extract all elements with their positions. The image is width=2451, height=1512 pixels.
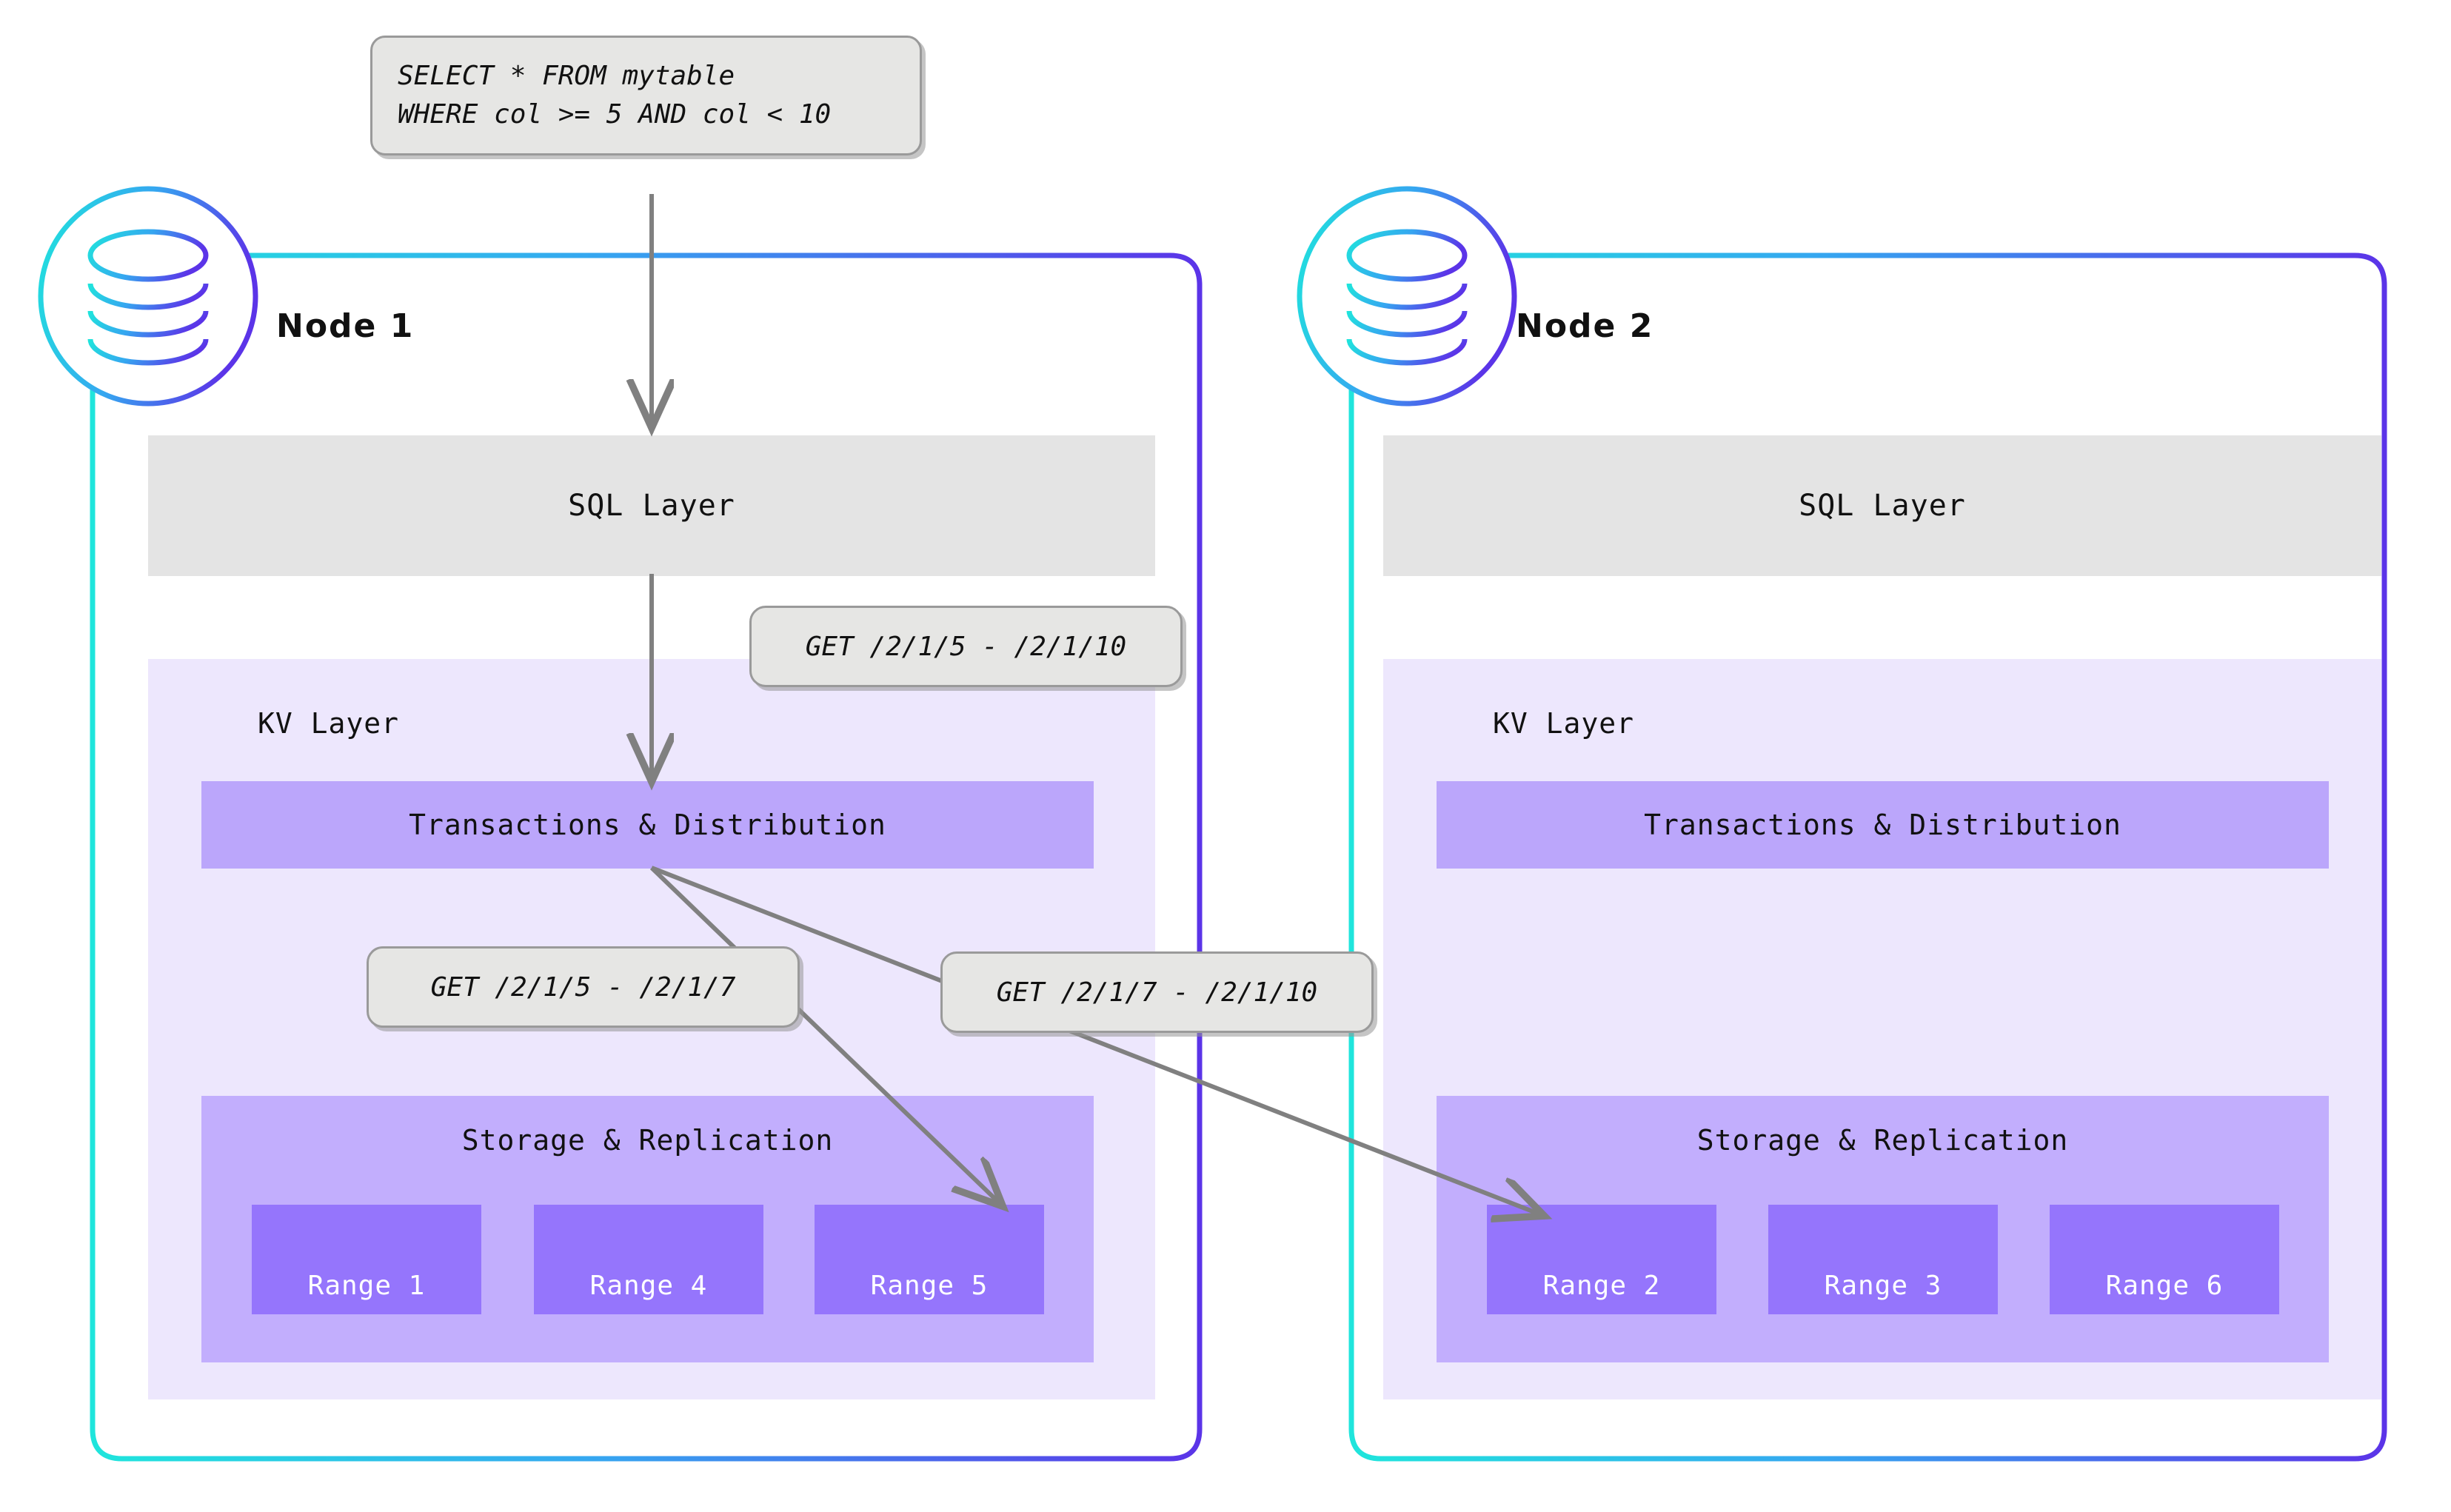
- node1-range-label: Range 5: [870, 1271, 989, 1301]
- node1-range-box[interactable]: Range 5: [815, 1205, 1044, 1314]
- node2-range-box[interactable]: Range 3: [1768, 1205, 1998, 1314]
- get-range-note-text: GET /2/1/5 - /2/1/7: [430, 971, 736, 1003]
- node2-storage-label: Storage & Replication: [1696, 1124, 2069, 1157]
- node1-storage-label: Storage & Replication: [461, 1124, 834, 1157]
- get-range-note-right: GET /2/1/7 - /2/1/10: [940, 951, 1374, 1033]
- get-range-note-text: GET /2/1/7 - /2/1/10: [996, 977, 1318, 1008]
- node1-range-box[interactable]: Range 1: [252, 1205, 481, 1314]
- node1-range-label: Range 1: [307, 1271, 426, 1301]
- sql-query-line2: WHERE col >= 5 AND col < 10: [398, 99, 832, 130]
- node2-range-label: Range 6: [2105, 1271, 2224, 1301]
- node1-sql-layer: SQL Layer: [148, 435, 1155, 576]
- node1-range-label: Range 4: [589, 1271, 708, 1301]
- node2-sql-layer: SQL Layer: [1383, 435, 2381, 576]
- node1-title: Node 1: [276, 307, 415, 345]
- node2-range-label: Range 2: [1542, 1271, 1661, 1301]
- database-icon: [1297, 186, 1517, 407]
- node2-sql-layer-label: SQL Layer: [1799, 489, 1966, 523]
- node1-transactions-bar: Transactions & Distribution: [201, 781, 1094, 869]
- node2-range-box[interactable]: Range 6: [2050, 1205, 2279, 1314]
- node2-kv-layer-label: KV Layer: [1493, 707, 1635, 740]
- sql-query-line1: SELECT * FROM mytable: [398, 61, 735, 91]
- node2-transactions-bar: Transactions & Distribution: [1437, 781, 2329, 869]
- sql-query-box: SELECT * FROM mytable WHERE col >= 5 AND…: [370, 36, 922, 156]
- node2-title: Node 2: [1516, 307, 1654, 345]
- node1-sql-layer-label: SQL Layer: [568, 489, 735, 523]
- node1-transactions-label: Transactions & Distribution: [409, 809, 886, 841]
- get-range-note-left: GET /2/1/5 - /2/1/7: [367, 946, 800, 1028]
- get-range-note-text: GET /2/1/5 - /2/1/10: [805, 631, 1127, 662]
- node2-transactions-label: Transactions & Distribution: [1644, 809, 2121, 841]
- get-range-note-full: GET /2/1/5 - /2/1/10: [749, 606, 1183, 687]
- node1-range-box[interactable]: Range 4: [534, 1205, 763, 1314]
- node2-range-label: Range 3: [1824, 1271, 1942, 1301]
- node1-kv-layer-label: KV Layer: [258, 707, 400, 740]
- node2-range-box[interactable]: Range 2: [1487, 1205, 1716, 1314]
- database-icon: [38, 186, 258, 407]
